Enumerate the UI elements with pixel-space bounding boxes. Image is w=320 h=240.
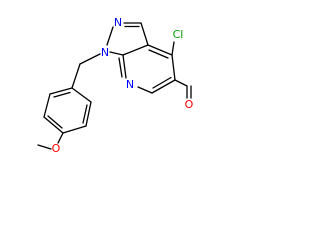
bond-n1-ch2 [79, 53, 101, 65]
bond-b6-b1-double [53, 91, 71, 98]
bond-b4-b5 [43, 116, 64, 134]
bond-b4-o [57, 132, 64, 144]
atom-n2: N [114, 16, 122, 29]
bond-c5-cho [174, 79, 188, 87]
atom-o-methoxy: O [52, 142, 61, 155]
atom-n1: N [101, 46, 109, 59]
atom-o-aldehyde: O [185, 98, 194, 111]
bond-b2-b3-double [82, 104, 88, 124]
bond-b1-b2 [71, 87, 92, 103]
bond-n7-c6 [137, 86, 153, 94]
bond-ch2-ring [71, 63, 81, 89]
bond-c3-c3a [140, 22, 149, 46]
bond-c4-c3a-double [148, 49, 169, 59]
bond-b3-b4 [62, 125, 87, 134]
bond-c7a-n7 [122, 54, 127, 79]
bond-c7a-n1 [109, 51, 124, 56]
molecule-structure: N N N Cl O O [37, 16, 194, 155]
bond-b6-b1 [49, 87, 73, 95]
atom-n7: N [126, 78, 134, 91]
atom-labels: N N N Cl O O [52, 16, 194, 155]
bond-c5-c4 [171, 54, 176, 81]
bond-b2-b3 [85, 101, 92, 127]
bond-c6-c5-double [152, 76, 172, 89]
bond-c3a-c7a [122, 44, 149, 56]
atom-cl: Cl [173, 28, 184, 41]
bond-c4-cl [171, 41, 175, 56]
bond-b4-b5-double [47, 115, 63, 129]
bond-o-ch3 [37, 144, 52, 150]
bonds [37, 22, 192, 150]
bond-n1-n2 [106, 26, 114, 46]
bond-c4-c3a [147, 44, 173, 56]
bond-c6-c5 [151, 79, 176, 94]
bond-b5-b6 [43, 93, 51, 118]
bond-c7a-n7-double [118, 57, 123, 78]
